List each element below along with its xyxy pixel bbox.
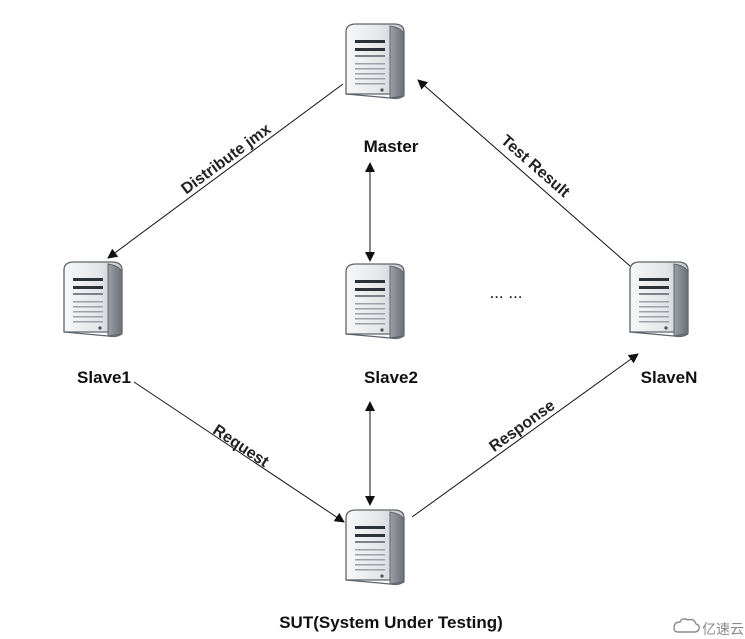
slave2-label: Slave2 bbox=[364, 368, 418, 387]
slaveN-label: SlaveN bbox=[641, 368, 698, 387]
slave1-label: Slave1 bbox=[77, 368, 131, 387]
slave2-server-icon bbox=[345, 263, 405, 340]
sut-label: SUT(System Under Testing) bbox=[279, 613, 503, 632]
sut-server-icon bbox=[345, 509, 405, 586]
response-label: Response bbox=[486, 397, 558, 456]
slave1-server-icon bbox=[63, 261, 123, 338]
cloud-logo-icon bbox=[673, 618, 700, 633]
response-edge bbox=[411, 353, 639, 518]
request-edge bbox=[133, 381, 345, 523]
watermark-text: 亿速云 bbox=[702, 622, 744, 638]
distribute-label: Distribute jmx bbox=[178, 121, 274, 198]
test-result-edge bbox=[417, 79, 631, 267]
master-label: Master bbox=[364, 137, 419, 156]
slaveN-server-icon bbox=[629, 261, 689, 338]
master-server-icon bbox=[345, 23, 405, 100]
ellipsis-label: ... ... bbox=[489, 283, 522, 302]
request-label: Request bbox=[210, 422, 273, 472]
distribute-edge bbox=[107, 83, 344, 259]
test-result-label: Test Result bbox=[497, 132, 573, 201]
